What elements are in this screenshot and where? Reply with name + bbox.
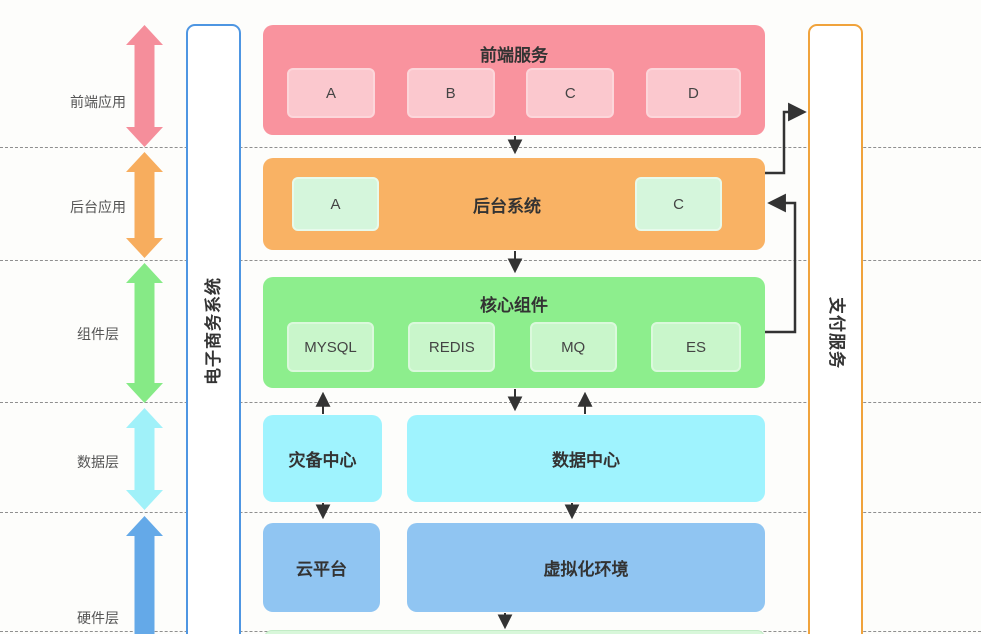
- layer-label-hardware: 硬件层: [77, 610, 119, 626]
- frontend-sub-d: D: [645, 68, 741, 118]
- cloud-platform-title: 云平台: [296, 560, 347, 579]
- disaster-recovery-title: 灾备中心: [288, 451, 357, 470]
- payment-service-title: 支付服务: [827, 297, 846, 369]
- ecommerce-system-panel: 电子商务系统: [186, 24, 241, 634]
- layer-label-backend: 后台应用: [70, 199, 126, 215]
- data-center-title: 数据中心: [552, 451, 620, 470]
- frontend-layer-arrow: [126, 25, 163, 147]
- ecommerce-system-title: 电子商务系统: [204, 277, 223, 385]
- backend-sub-c: C: [635, 177, 722, 231]
- disaster-recovery-node: 灾备中心: [263, 415, 382, 502]
- backend-sub-a: A: [292, 177, 379, 231]
- layer-divider-2: [0, 260, 981, 261]
- backend-system-title: 后台系统: [473, 196, 541, 216]
- virtualization-node: 虚拟化环境: [407, 523, 765, 612]
- layer-label-data: 数据层: [77, 454, 119, 470]
- data-center-node: 数据中心: [407, 415, 765, 502]
- payment-service-panel: 支付服务: [808, 24, 863, 634]
- core-sub-mq: MQ: [529, 322, 617, 372]
- core-components-node: 核心组件 MYSQL REDIS MQ ES: [263, 277, 765, 388]
- core-sub-es: ES: [650, 322, 741, 372]
- layer-divider-3: [0, 402, 981, 403]
- frontend-services-node: 前端服务 A B C D: [263, 25, 765, 135]
- layer-label-frontend: 前端应用: [70, 94, 126, 110]
- frontend-sub-b: B: [406, 68, 495, 118]
- core-sub-mysql: MYSQL: [287, 322, 374, 372]
- backend-layer-arrow: [126, 152, 163, 258]
- core-sub-redis: REDIS: [408, 322, 496, 372]
- hardware-layer-arrow: [126, 516, 163, 634]
- frontend-sub-a: A: [287, 68, 375, 118]
- frontend-sub-c: C: [526, 68, 615, 118]
- cloud-platform-node: 云平台: [263, 523, 380, 612]
- backend-system-node: A 后台系统 C: [263, 158, 765, 250]
- component-layer-arrow: [126, 263, 163, 403]
- layer-divider-1: [0, 147, 981, 148]
- data-layer-arrow: [126, 408, 163, 510]
- core-components-title: 核心组件: [480, 296, 548, 315]
- bottom-partial-node: [264, 630, 765, 634]
- frontend-services-title: 前端服务: [480, 46, 548, 65]
- layer-divider-4: [0, 512, 981, 513]
- virtualization-title: 虚拟化环境: [543, 560, 629, 579]
- layer-label-component: 组件层: [77, 326, 119, 342]
